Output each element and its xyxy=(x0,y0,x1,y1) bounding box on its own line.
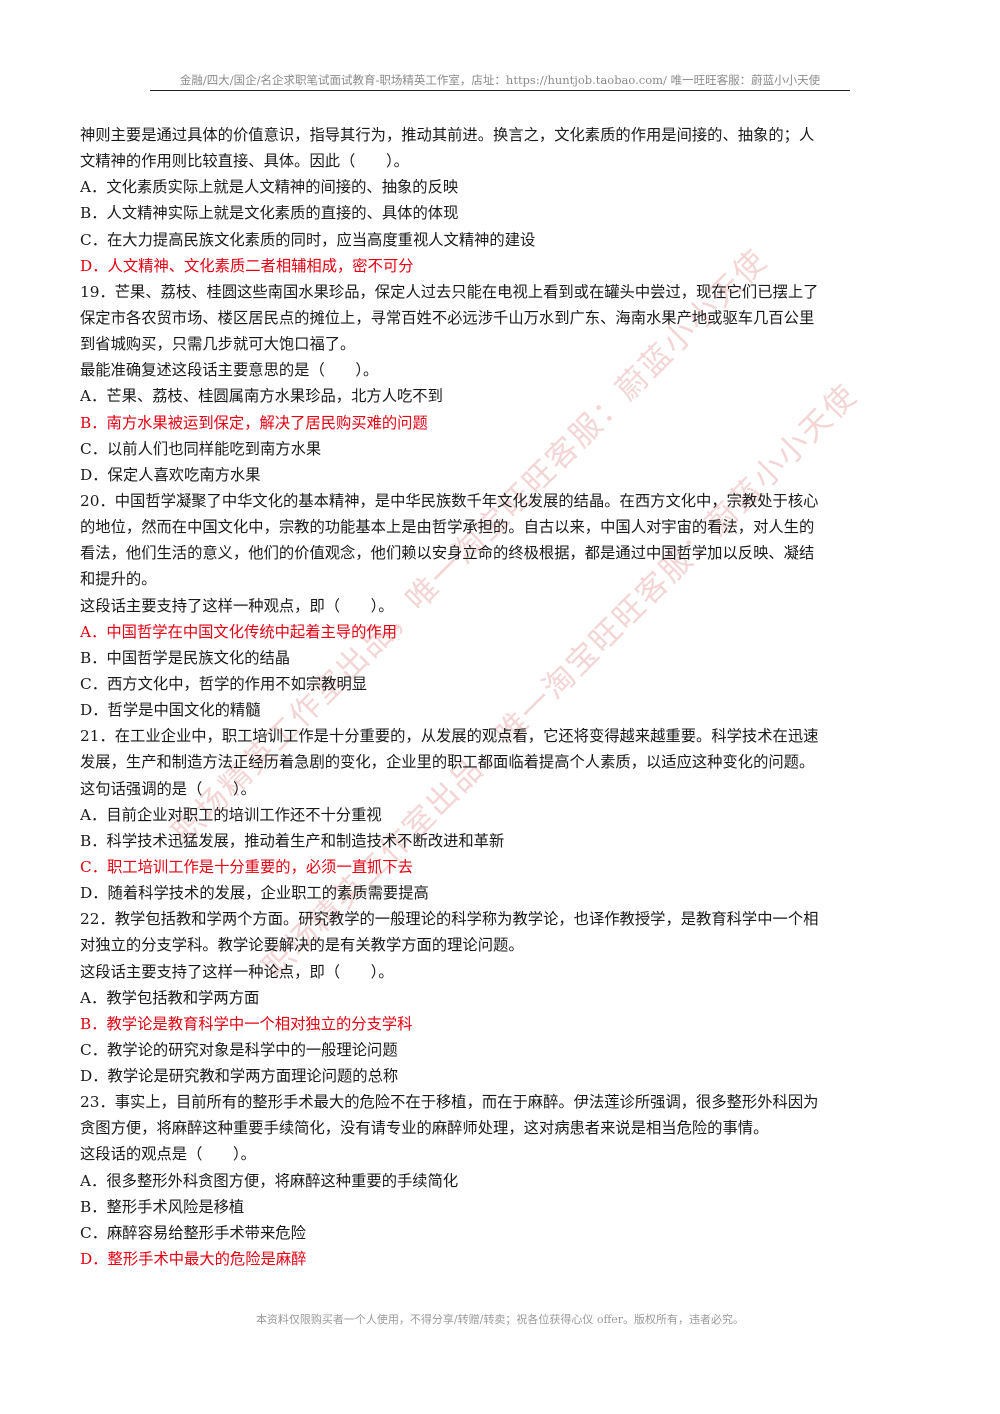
text-line: 19．芒果、荔枝、桂圆这些南国水果珍品，保定人过去只能在电视上看到或在罐头中尝过… xyxy=(80,282,819,301)
text-line: B．人文精神实际上就是文化素质的直接的、具体的体现 xyxy=(80,204,459,223)
answer-line: B．教学论是教育科学中一个相对独立的分支学科 xyxy=(80,1014,413,1033)
text-line: B．整形手术风险是移植 xyxy=(80,1197,245,1216)
document-body: 神则主要是通过具体的价值意识，指导其行为，推动其前进。换言之，文化素质的作用是间… xyxy=(80,122,925,1272)
text-line: A．很多整形外科贪图方便，将麻醉这种重要的手续简化 xyxy=(80,1171,459,1190)
text-line: A．芒果、荔枝、桂圆属南方水果珍品，北方人吃不到 xyxy=(80,387,443,406)
answer-line: B．南方水果被运到保定，解决了居民购买难的问题 xyxy=(80,413,428,432)
text-line: 对独立的分支学科。教学论要解决的是有关教学方面的理论问题。 xyxy=(80,936,524,955)
text-line: D．随着科学技术的发展，企业职工的素质需要提高 xyxy=(80,884,429,903)
text-line: 保定市各农贸市场、楼区居民点的摊位上，寻常百姓不必远涉千山万水到广东、海南水果产… xyxy=(80,308,815,327)
text-line: 发展，生产和制造方法正经历着急剧的变化，企业里的职工都面临着提高个人素质，以适应… xyxy=(80,753,815,772)
text-line: 22．教学包括教和学两个方面。研究教学的一般理论的科学称为教学论，也译作教授学，… xyxy=(80,910,819,929)
text-line: A．目前企业对职工的培训工作还不十分重视 xyxy=(80,805,382,824)
text-line: A．教学包括教和学两方面 xyxy=(80,988,260,1007)
text-line: 这句话强调的是（ ）。 xyxy=(80,779,256,798)
text-line: D．保定人喜欢吃南方水果 xyxy=(80,465,261,484)
text-line: C．麻醉容易给整形手术带来危险 xyxy=(80,1223,306,1242)
text-line: 20．中国哲学凝聚了中华文化的基本精神，是中华民族数千年文化发展的结晶。在西方文… xyxy=(80,491,819,510)
text-line: 21．在工业企业中，职工培训工作是十分重要的，从发展的观点看，它还将变得越来越重… xyxy=(80,727,819,746)
text-line: 神则主要是通过具体的价值意识，指导其行为，推动其前进。换言之，文化素质的作用是间… xyxy=(80,126,815,144)
text-line: 这段话主要支持了这样一种观点，即（ ）。 xyxy=(80,596,394,615)
answer-line: D．整形手术中最大的危险是麻醉 xyxy=(80,1250,307,1269)
text-line: 看法，他们生活的意义，他们的价值观念，他们赖以安身立命的终极根据，都是通过中国哲… xyxy=(80,544,815,563)
text-line: C．在大力提高民族文化素质的同时，应当高度重视人文精神的建设 xyxy=(80,230,536,249)
text-line: 文精神的作用则比较直接、具体。因此（ ）。 xyxy=(80,152,409,171)
text-line: 这段话主要支持了这样一种论点，即（ ）。 xyxy=(80,962,394,981)
text-line: 最能准确复述这段话主要意思的是（ ）。 xyxy=(80,361,379,380)
answer-line: D．人文精神、文化素质二者相辅相成，密不可分 xyxy=(80,256,414,275)
answer-line: C．职工培训工作是十分重要的，必须一直抓下去 xyxy=(80,857,413,876)
text-line: C．西方文化中，哲学的作用不如宗教明显 xyxy=(80,674,368,693)
text-line: 23．事实上，目前所有的整形手术最大的危险不在于移植，而在于麻醉。伊法莲诊所强调… xyxy=(80,1093,819,1112)
page-footer: 本资料仅限购买者一个人使用，不得分享/转赠/转卖；祝各位获得心仪 offer。版… xyxy=(255,1313,745,1326)
text-line: C．教学论的研究对象是科学中的一般理论问题 xyxy=(80,1040,398,1059)
text-line: D．教学论是研究教和学两方面理论问题的总称 xyxy=(80,1067,399,1086)
text-line: D．哲学是中国文化的精髓 xyxy=(80,701,261,720)
text-line: A．文化素质实际上就是人文精神的间接的、抽象的反映 xyxy=(80,178,459,197)
text-line: 贪图方便，将麻醉这种重要手续简化，没有请专业的麻醉师处理，这对病患者来说是相当危… xyxy=(80,1119,769,1138)
text-line: 的地位，然而在中国文化中，宗教的功能基本上是由哲学承担的。自古以来，中国人对宇宙… xyxy=(80,518,815,537)
text-line: B．中国哲学是民族文化的结晶 xyxy=(80,648,291,667)
header-divider xyxy=(150,90,850,91)
text-line: B．科学技术迅猛发展，推动着生产和制造技术不断改进和革新 xyxy=(80,831,505,850)
text-line: C．以前人们也同样能吃到南方水果 xyxy=(80,439,322,458)
text-line: 这段话的观点是（ ）。 xyxy=(80,1145,256,1164)
answer-line: A．中国哲学在中国文化传统中起着主导的作用 xyxy=(80,622,397,641)
text-line: 和提升的。 xyxy=(80,570,157,589)
page-header: 金融/四大/国企/名企求职笔试面试教育-职场精英工作室，店址：https://h… xyxy=(179,73,821,87)
text-line: 到省城购买，只需几步就可大饱口福了。 xyxy=(80,335,356,354)
